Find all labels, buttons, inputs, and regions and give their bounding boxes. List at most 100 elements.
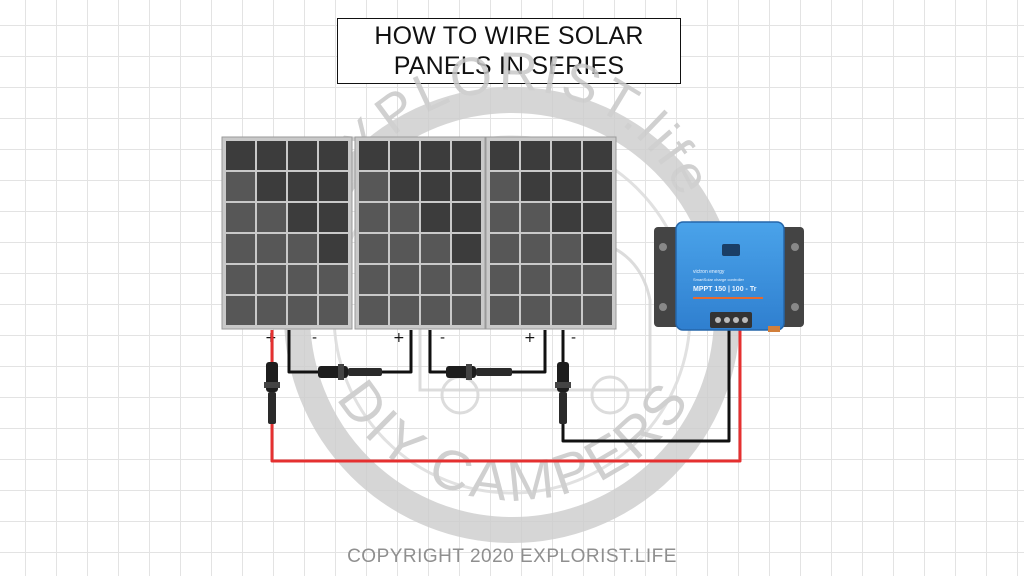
controller-brand: victron energy xyxy=(693,269,725,275)
controller-bt-port xyxy=(768,326,780,332)
wire-array-negative xyxy=(561,330,731,443)
solar-cell xyxy=(359,265,388,294)
controller-body xyxy=(675,221,785,331)
solar-cell xyxy=(521,172,550,201)
panel-2-positive-label: + xyxy=(393,330,405,346)
solar-cell xyxy=(421,203,450,232)
solar-cell xyxy=(226,203,255,232)
solar-cell xyxy=(552,172,581,201)
solar-cell xyxy=(490,203,519,232)
solar-cell xyxy=(490,296,519,325)
solar-cell xyxy=(359,172,388,201)
controller-model: MPPT 150 | 100 - Tr xyxy=(693,286,757,293)
solar-cell xyxy=(319,265,348,294)
solar-cell xyxy=(521,234,550,263)
mc4-connector-positive-vertical xyxy=(264,362,280,424)
solar-cell xyxy=(319,296,348,325)
mc4-connector-horizontal-1 xyxy=(318,364,382,380)
solar-cell xyxy=(257,234,286,263)
solar-cell xyxy=(452,265,481,294)
mc4-connector-negative-vertical xyxy=(555,362,571,424)
solar-cell xyxy=(452,141,481,170)
solar-cell xyxy=(226,234,255,263)
wire-p3-pos xyxy=(512,330,547,374)
solar-cell xyxy=(421,265,450,294)
solar-cell xyxy=(583,203,612,232)
solar-cell xyxy=(359,203,388,232)
panel-3-positive-label: + xyxy=(524,330,536,346)
solar-cell xyxy=(521,203,550,232)
solar-cell xyxy=(226,296,255,325)
solar-cell xyxy=(390,265,419,294)
solar-cell xyxy=(490,172,519,201)
solar-cell xyxy=(521,265,550,294)
solar-cell xyxy=(421,172,450,201)
solar-cell xyxy=(257,172,286,201)
solar-panel-2 xyxy=(354,136,486,330)
solar-cell xyxy=(226,265,255,294)
solar-cell xyxy=(583,172,612,201)
solar-cell xyxy=(490,141,519,170)
solar-cell xyxy=(552,265,581,294)
solar-cell xyxy=(257,265,286,294)
solar-cell xyxy=(319,172,348,201)
solar-cell xyxy=(359,141,388,170)
solar-panel-3 xyxy=(485,136,617,330)
solar-cell xyxy=(390,234,419,263)
solar-cell xyxy=(452,234,481,263)
solar-cell xyxy=(288,234,317,263)
solar-cell xyxy=(583,141,612,170)
controller-terminal-block xyxy=(710,312,752,328)
wire-p1-neg xyxy=(287,330,318,374)
solar-cell xyxy=(390,141,419,170)
solar-cell xyxy=(226,172,255,201)
solar-cell xyxy=(552,203,581,232)
solar-cell xyxy=(288,265,317,294)
solar-cell xyxy=(552,141,581,170)
solar-panel-1 xyxy=(221,136,353,330)
solar-cell xyxy=(521,141,550,170)
mc4-connector-horizontal-2 xyxy=(446,364,512,380)
solar-cell xyxy=(421,296,450,325)
panel-3-negative-label: - xyxy=(571,330,576,346)
solar-cell xyxy=(583,296,612,325)
solar-cell xyxy=(390,203,419,232)
wire-p2-pos xyxy=(382,330,413,374)
solar-cell xyxy=(288,172,317,201)
series-wires xyxy=(270,330,742,463)
solar-cell xyxy=(319,234,348,263)
solar-cell xyxy=(288,203,317,232)
solar-cell xyxy=(583,234,612,263)
solar-cell xyxy=(552,234,581,263)
solar-cell xyxy=(452,203,481,232)
solar-cell xyxy=(226,141,255,170)
solar-cell xyxy=(359,234,388,263)
title-box: HOW TO WIRE SOLAR PANELS IN SERIES xyxy=(337,18,681,84)
panel-1-negative-label: - xyxy=(312,330,317,346)
title-line-1: HOW TO WIRE SOLAR xyxy=(374,22,644,50)
solar-cell xyxy=(452,172,481,201)
solar-cell xyxy=(257,203,286,232)
solar-cell xyxy=(490,234,519,263)
copyright-footer: COPYRIGHT 2020 EXPLORIST.LIFE xyxy=(347,546,677,567)
solar-cell xyxy=(288,141,317,170)
solar-cell xyxy=(319,141,348,170)
solar-cell xyxy=(452,296,481,325)
title-line-2: PANELS IN SERIES xyxy=(393,52,625,80)
panel-2-negative-label: - xyxy=(440,330,445,346)
charge-controller: victron energy SmartSolar charge control… xyxy=(654,221,804,332)
solar-cell xyxy=(421,141,450,170)
solar-cell xyxy=(583,265,612,294)
solar-cell xyxy=(390,172,419,201)
controller-display xyxy=(722,244,740,256)
solar-cell xyxy=(490,265,519,294)
wire-p2-neg xyxy=(428,330,446,374)
solar-cell xyxy=(319,203,348,232)
solar-cell xyxy=(359,296,388,325)
solar-cell xyxy=(257,141,286,170)
controller-stripe xyxy=(693,297,763,299)
solar-cell xyxy=(521,296,550,325)
solar-cell xyxy=(288,296,317,325)
wire-array-positive xyxy=(270,330,742,463)
solar-cell xyxy=(552,296,581,325)
